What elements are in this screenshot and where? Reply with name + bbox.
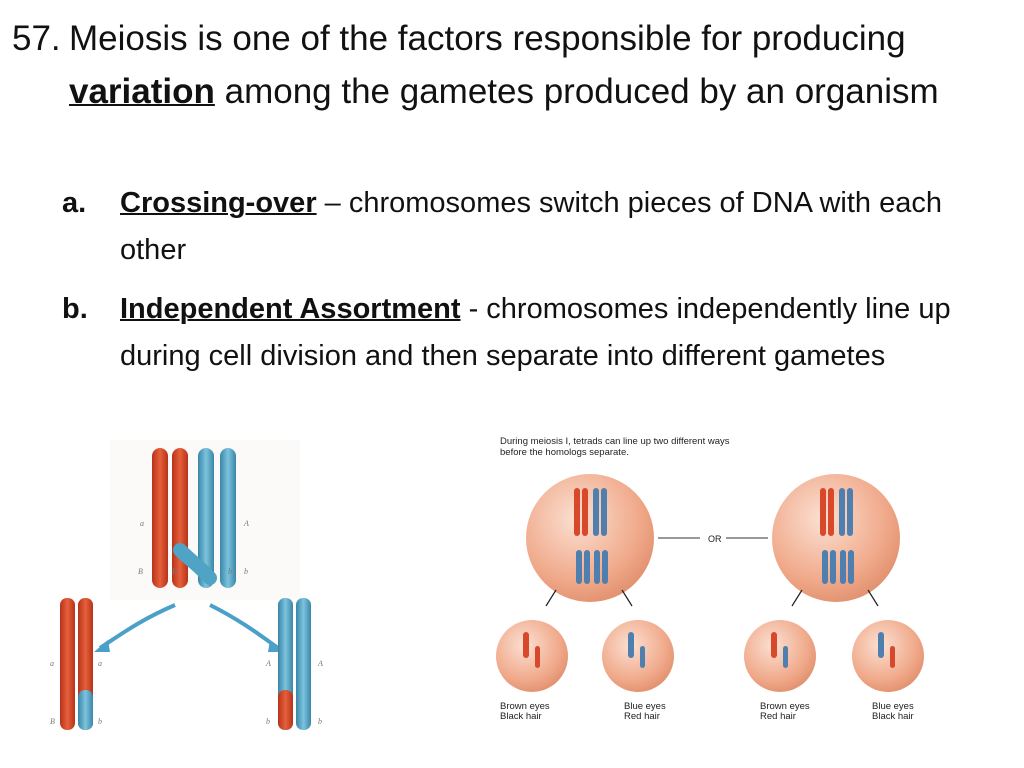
division-arrows [545, 589, 879, 607]
svg-text:a: a [50, 659, 54, 668]
question-number: 57. [12, 19, 61, 58]
independent-assortment-figure: OR [496, 474, 924, 692]
svg-text:b: b [228, 567, 232, 576]
recombinant-blue-chromosome [278, 598, 311, 730]
svg-text:B: B [138, 567, 143, 576]
svg-text:b: b [318, 717, 322, 726]
left-arrow [98, 603, 176, 650]
daughter-cell-1 [496, 620, 568, 692]
tetrads-cell-2 [820, 488, 854, 584]
term-independent-assortment: Independent Assortment [120, 293, 461, 325]
question-text: Meiosis is one of the factors responsibl… [69, 19, 939, 111]
parent-cell-2 [772, 474, 900, 602]
question-57: 57. Meiosis is one of the factors respon… [12, 12, 1017, 118]
assortment-caption: During meiosis I, tetrads can line up tw… [500, 436, 730, 458]
svg-text:a: a [98, 659, 102, 668]
svg-text:A: A [317, 659, 323, 668]
svg-text:b: b [266, 717, 270, 726]
term-crossing-over: Crossing-over [120, 187, 317, 219]
or-label: OR [708, 534, 722, 544]
keyword-variation: variation [69, 72, 215, 111]
svg-text:A: A [265, 659, 271, 668]
svg-text:B: B [172, 567, 177, 576]
tetrads-cell-1 [574, 488, 608, 584]
left-arrowhead [94, 640, 110, 652]
daughter-cell-2 [602, 620, 674, 692]
recombinant-red-chromosome [60, 598, 93, 730]
top-blue-chromosome [173, 448, 236, 588]
item-crossing-over: a. Crossing-over – chromosomes switch pi… [62, 187, 942, 266]
svg-text:b: b [98, 717, 102, 726]
daughter-cell-3 [744, 620, 816, 692]
crossing-over-figure: a A B B b b a a B b A A b b [50, 440, 323, 730]
svg-text:B: B [50, 717, 55, 726]
svg-text:a: a [140, 519, 144, 528]
svg-text:b: b [244, 567, 248, 576]
parent-cell-1 [526, 474, 654, 602]
right-arrow [209, 603, 280, 650]
svg-text:A: A [243, 519, 249, 528]
daughter-chromosomes [523, 632, 895, 668]
item-independent-assortment: b. Independent Assortment - chromosomes … [62, 293, 951, 372]
daughter-cell-4 [852, 620, 924, 692]
